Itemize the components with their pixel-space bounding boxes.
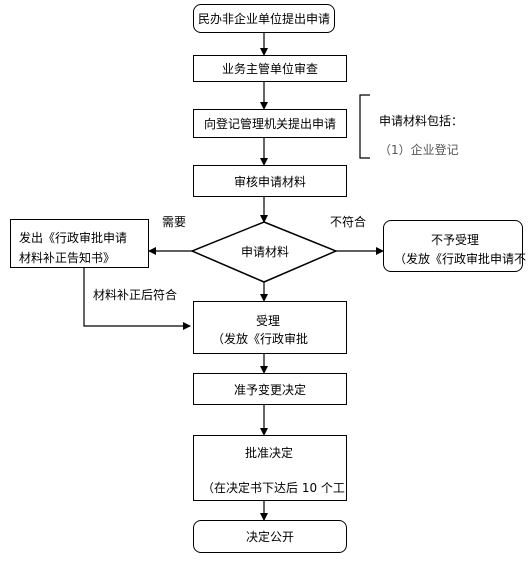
- node-reject: [383, 220, 523, 272]
- node-review-materials-text: 审核申请材料: [233, 174, 306, 189]
- node-submit-application: 民办非企业单位提出申请: [193, 4, 335, 33]
- node-accept-line1: 受理: [256, 314, 281, 328]
- node-approval-line2: （在决定书下达后 10 个工: [202, 481, 345, 495]
- node-review-materials: 审核申请材料: [193, 165, 347, 197]
- node-submit-application-text: 民办非企业单位提出申请: [197, 12, 330, 26]
- node-correction-notice-line2: 材料补正告知书》: [19, 251, 116, 265]
- node-supervisor-review: 业务主管单位审查: [193, 55, 347, 82]
- arrow-fix-accept: [83, 268, 191, 330]
- note-bracket: [359, 94, 370, 159]
- node-reject-line1: 不予受理: [431, 233, 480, 247]
- note-materials-item: （1）企业登记: [379, 143, 459, 157]
- node-approval-line1: 批准决定: [245, 446, 294, 460]
- node-apply-to-registry-text: 向登记管理机关提出申请: [203, 117, 336, 131]
- edge-label-need: 需要: [162, 215, 187, 229]
- node-correction-notice-line1: 发出《行政审批申请: [19, 231, 128, 245]
- decision-label: 申请材料: [241, 245, 290, 259]
- node-publish: 决定公开: [193, 520, 347, 553]
- node-publish-text: 决定公开: [245, 530, 294, 544]
- node-apply-to-registry: 向登记管理机关提出申请: [193, 109, 347, 138]
- node-approval: [193, 435, 347, 501]
- node-accept: [193, 301, 347, 354]
- note-materials-title: 申请材料包括：: [379, 114, 464, 128]
- node-change-decision-text: 准予变更决定: [233, 382, 306, 397]
- decision-diamond: [190, 221, 338, 283]
- node-reject-line2: （发放《行政审批申请不: [394, 252, 527, 266]
- edge-label-after-fix: 材料补正后符合: [93, 288, 178, 302]
- node-change-decision: 准予变更决定: [193, 373, 347, 405]
- node-accept-line2: （发放《行政审批: [212, 332, 309, 346]
- node-correction-notice: [10, 219, 149, 268]
- node-supervisor-review-text: 业务主管单位审查: [221, 62, 318, 76]
- edge-label-not-match: 不符合: [330, 215, 367, 229]
